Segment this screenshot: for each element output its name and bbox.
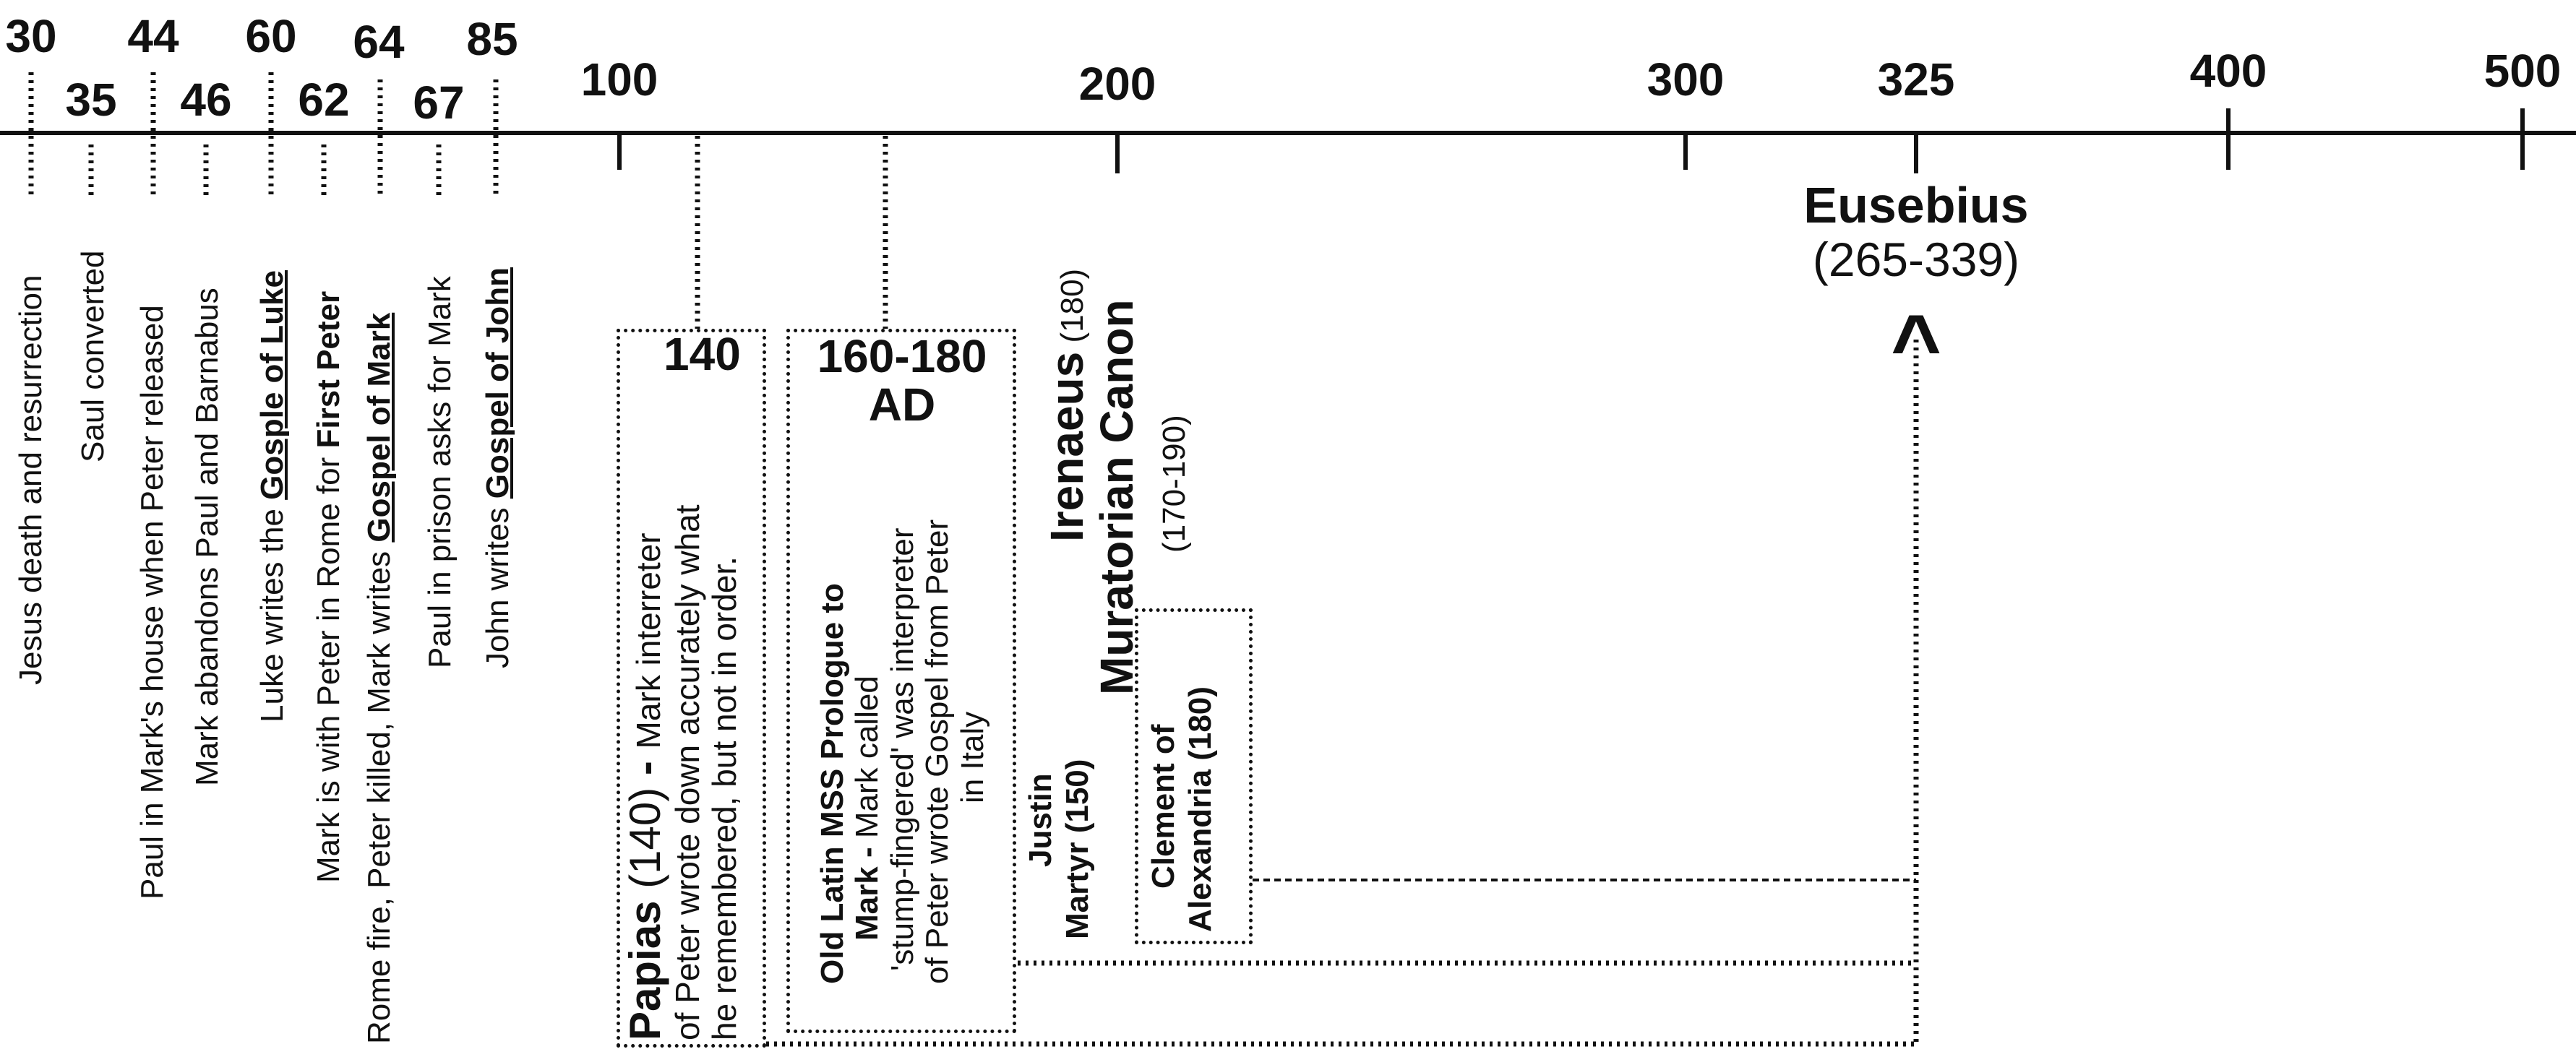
year-label-500: 500: [2483, 45, 2562, 97]
muratorian-date: (170-190): [1156, 415, 1192, 553]
year-label-35: 35: [65, 74, 117, 126]
year-label-44: 44: [127, 10, 179, 62]
event-gospel-of-mark: Rome fire, Peter killed, Mark writes Gos…: [361, 312, 397, 1044]
clement-line-2: Alexandria (180): [1182, 686, 1218, 932]
year-label-46: 46: [180, 74, 232, 126]
papias-line-3: he remembered, but not in order.: [705, 556, 743, 1040]
clement-line-1: Clement of: [1146, 724, 1181, 889]
old-latin-line-2: Mark - Mark called: [849, 676, 885, 941]
event-gospel-of-john: John writes Gospel of John: [480, 267, 515, 668]
event-paul-in-marks-house: Paul in Mark's house when Peter released: [134, 305, 170, 899]
eusebius-name: Eusebius: [1803, 177, 2029, 233]
event-mark-abandons: Mark abandons Paul and Barnabus: [189, 288, 225, 786]
year-label-200: 200: [1078, 58, 1156, 110]
year-label-400: 400: [2189, 45, 2267, 97]
year-label-62: 62: [298, 74, 350, 126]
event-first-peter: Mark is with Peter in Rome for First Pet…: [311, 290, 346, 883]
old-latin-year-label: 160-180 AD: [817, 330, 987, 431]
papias-box: [617, 329, 766, 1048]
year-label-325: 325: [1877, 53, 1955, 105]
justin-line-1: Justin: [1023, 773, 1058, 867]
papias-year-label: 140: [664, 328, 741, 380]
clement-of-alexandria: Clement of Alexandria (180): [1146, 686, 1219, 932]
justin-martyr: Justin Martyr (150): [1023, 759, 1096, 939]
irenaeus: Irenaeus (180): [1041, 268, 1093, 542]
old-latin-box: [786, 329, 1016, 1033]
event-saul-converted: Saul converted: [75, 250, 111, 462]
year-label-67: 67: [413, 77, 465, 129]
event-paul-prison: Paul in prison asks for Mark: [422, 276, 458, 668]
year-label-100: 100: [580, 53, 658, 105]
old-latin-title: Old Latin MSS Prologue to: [815, 583, 850, 984]
justin-line-2: Martyr (150): [1059, 759, 1095, 939]
event-luke-gospel: Luke writes the Gosple of Luke: [254, 270, 290, 722]
old-latin-line-3: 'stump-fingered' was interpreter: [884, 527, 920, 971]
papias-line-2: of Peter wrote down accurately what: [669, 504, 706, 1040]
year-label-30: 30: [5, 10, 57, 62]
old-latin-line-4: of Peter wrote Gospel from Peter: [919, 519, 956, 984]
papias-text: Papias (140) - Mark interreter of Peter …: [621, 504, 743, 1040]
year-label-85: 85: [466, 13, 518, 65]
old-latin-text: Old Latin MSS Prologue to Mark - Mark ca…: [815, 519, 990, 984]
old-latin-line-5: in Italy: [954, 711, 990, 803]
papias-line-1: Papias (140) - Mark interreter: [621, 532, 669, 1040]
year-label-64: 64: [353, 16, 405, 68]
clement-box: [1135, 608, 1253, 944]
eusebius-arrow-icon: ^: [1890, 297, 1942, 394]
eusebius-date: (265-339): [1812, 233, 2020, 286]
event-jesus-resurrection: Jesus death and resurrection: [13, 275, 48, 685]
year-label-60: 60: [245, 10, 297, 62]
timeline-axis: [0, 131, 2576, 135]
eusebius: Eusebius (265-339): [1803, 178, 2028, 286]
year-label-300: 300: [1647, 53, 1725, 105]
